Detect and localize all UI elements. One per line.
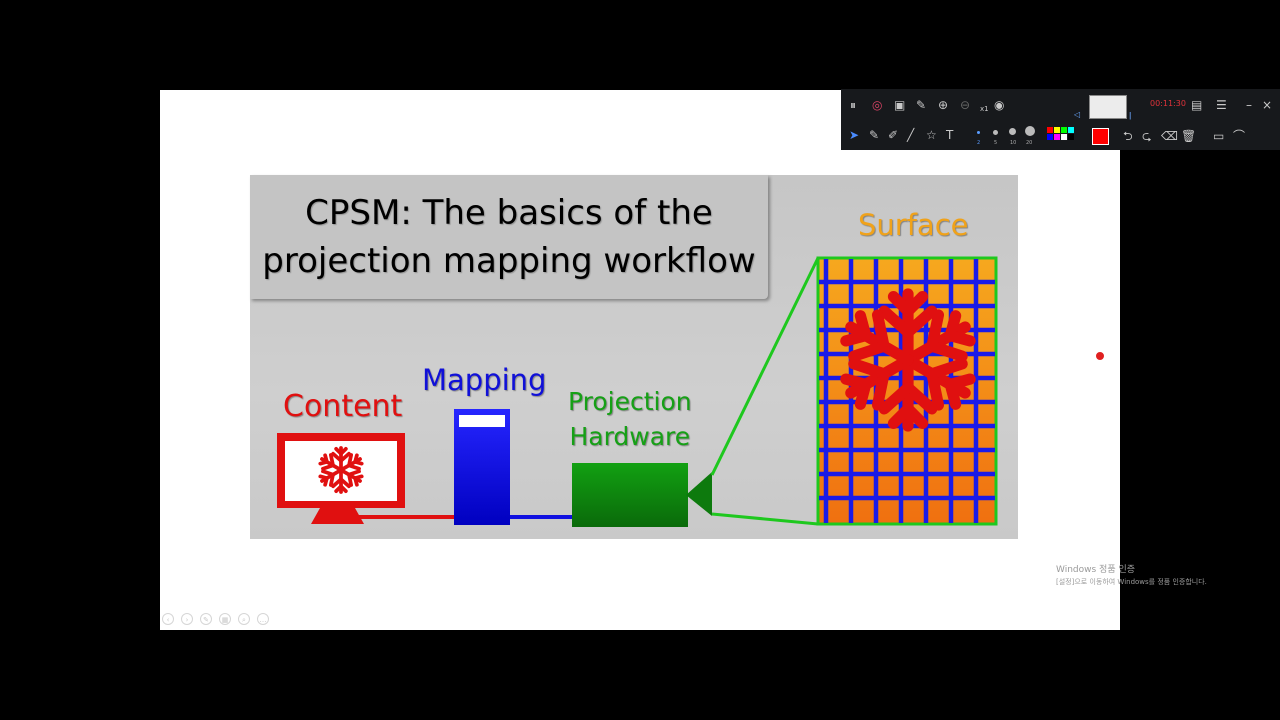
screen-icon[interactable]: ▭ [1213,129,1225,143]
zoom-in-icon[interactable]: ⊕ [938,98,949,112]
pen-size-5-dot[interactable] [993,130,998,135]
mapping-label: Mapping [422,363,547,397]
workflow-artwork [277,256,1018,527]
undo-icon[interactable]: ⮌ [1123,129,1133,143]
color-swatch[interactable] [1068,134,1074,140]
previous-slide-icon[interactable]: ‹ [162,613,174,625]
redo-icon[interactable]: ⮎ [1142,129,1152,143]
color-swatch[interactable] [1047,127,1053,133]
eraser-icon[interactable]: ⌫ [1161,129,1178,143]
projector-icon [572,463,712,527]
surface-snowflake-icon [839,294,977,426]
text-icon[interactable]: T [946,128,954,142]
menu-icon[interactable]: ☰ [1216,98,1227,112]
color-swatch[interactable] [1054,134,1060,140]
pencil-icon[interactable]: ✎ [869,128,880,142]
microphone-icon[interactable]: ǀ [1129,111,1132,120]
close-icon[interactable]: × [1262,98,1273,112]
projection-hardware-label: Projection Hardware [568,387,692,451]
pen-tool-icon[interactable]: ✎ [200,613,212,625]
pen-size-10-label: 10 [1010,140,1017,146]
color-swatch[interactable] [1054,127,1060,133]
color-swatch[interactable] [1047,134,1053,140]
stop-icon[interactable]: ◎ [872,98,883,112]
next-slide-icon[interactable]: › [181,613,193,625]
pen-size-2-dot[interactable] [977,131,980,134]
pen-size-20-dot[interactable] [1025,126,1035,136]
speed-indicator[interactable]: x1 [980,105,989,113]
mapping-computer-icon [454,409,510,525]
more-options-icon[interactable]: … [257,613,269,625]
star-icon[interactable]: ☆ [926,128,937,142]
color-swatch[interactable] [1061,134,1067,140]
surface-label: Surface [858,208,969,242]
volume-icon[interactable]: ◁ [1074,110,1081,119]
whiteboard-icon[interactable]: ⌒ [1233,129,1246,143]
slide-title: CPSM: The basics of the projection mappi… [262,193,756,281]
pen-icon[interactable]: ✎ [916,98,927,112]
color-swatch[interactable] [1068,127,1074,133]
title-box: CPSM: The basics of the projection mappi… [250,175,768,299]
webcam-thumbnail[interactable] [1089,95,1127,119]
pen-size-20-label: 20 [1026,140,1033,146]
selected-color-swatch[interactable] [1092,128,1109,145]
presentation-slide: CPSM: The basics of the projection mappi… [160,90,1120,630]
recording-timer: 00:11:30 [1150,99,1186,108]
workflow-diagram: CPSM: The basics of the projection mappi… [250,175,1018,539]
pause-icon[interactable]: ⏸ [850,98,857,112]
windows-activation-watermark: Windows 정품 인증 [설정]으로 이동하여 Windows를 정품 인증… [1056,562,1207,587]
watermark-title: Windows 정품 인증 [1056,565,1136,575]
pen-size-2-label: 2 [977,140,981,146]
minimize-icon[interactable]: – [1246,98,1252,112]
surface-grid [818,256,996,526]
recorder-toolbar: ⏸ ◎ ▣ ✎ ⊕ ⊖ x1 ◉ ◁ ǀ 00:11:30 ▤ ☰ – × ➤ … [841,89,1280,150]
hide-icon[interactable]: ◉ [994,98,1005,112]
zoom-icon[interactable]: ⌕ [238,613,250,625]
pen-size-10-dot[interactable] [1009,128,1016,135]
color-swatch[interactable] [1061,127,1067,133]
webcam-icon[interactable]: ▤ [1191,98,1203,112]
watermark-subtitle: [설정]으로 이동하여 Windows를 정품 인증합니다. [1056,578,1207,586]
screenshot-icon[interactable]: ▣ [894,98,906,112]
mouse-cursor-icon [1095,351,1105,361]
projection-beam-bottom [711,512,819,526]
trash-icon[interactable]: 🗑 [1181,129,1197,143]
zoom-out-icon[interactable]: ⊖ [960,98,971,112]
highlighter-icon[interactable]: ✐ [888,128,899,142]
content-label: Content [283,389,403,424]
content-monitor-icon [277,433,405,524]
all-slides-icon[interactable]: ▦ [219,613,231,625]
pen-size-5-label: 5 [994,140,998,146]
projection-beam-top [710,257,820,476]
line-icon[interactable]: ╱ [907,128,915,142]
cursor-icon[interactable]: ➤ [849,128,860,142]
